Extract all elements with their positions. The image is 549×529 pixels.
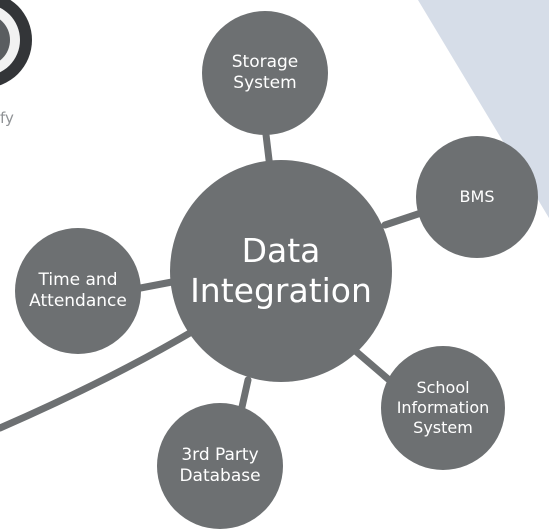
node-storage-system: Storage System <box>202 11 328 135</box>
node-data-integration: Data Integration <box>170 160 392 382</box>
cropped-text: fy <box>0 109 14 127</box>
node-label: Storage System <box>231 51 299 93</box>
node-bms: BMS <box>416 136 538 258</box>
center-label: Data Integration <box>190 231 372 310</box>
node-school-information-system: School Information System <box>381 346 505 470</box>
node-label: BMS <box>459 187 495 206</box>
connector-offscreen <box>0 326 199 432</box>
node-time-and-attendance: Time and Attendance <box>15 228 141 354</box>
node-3rd-party-database: 3rd Party Database <box>157 403 283 529</box>
node-label: 3rd Party Database <box>179 444 261 486</box>
logo-badge-inner <box>0 19 10 61</box>
node-label: School Information System <box>396 378 490 437</box>
node-label: Time and Attendance <box>29 269 127 311</box>
